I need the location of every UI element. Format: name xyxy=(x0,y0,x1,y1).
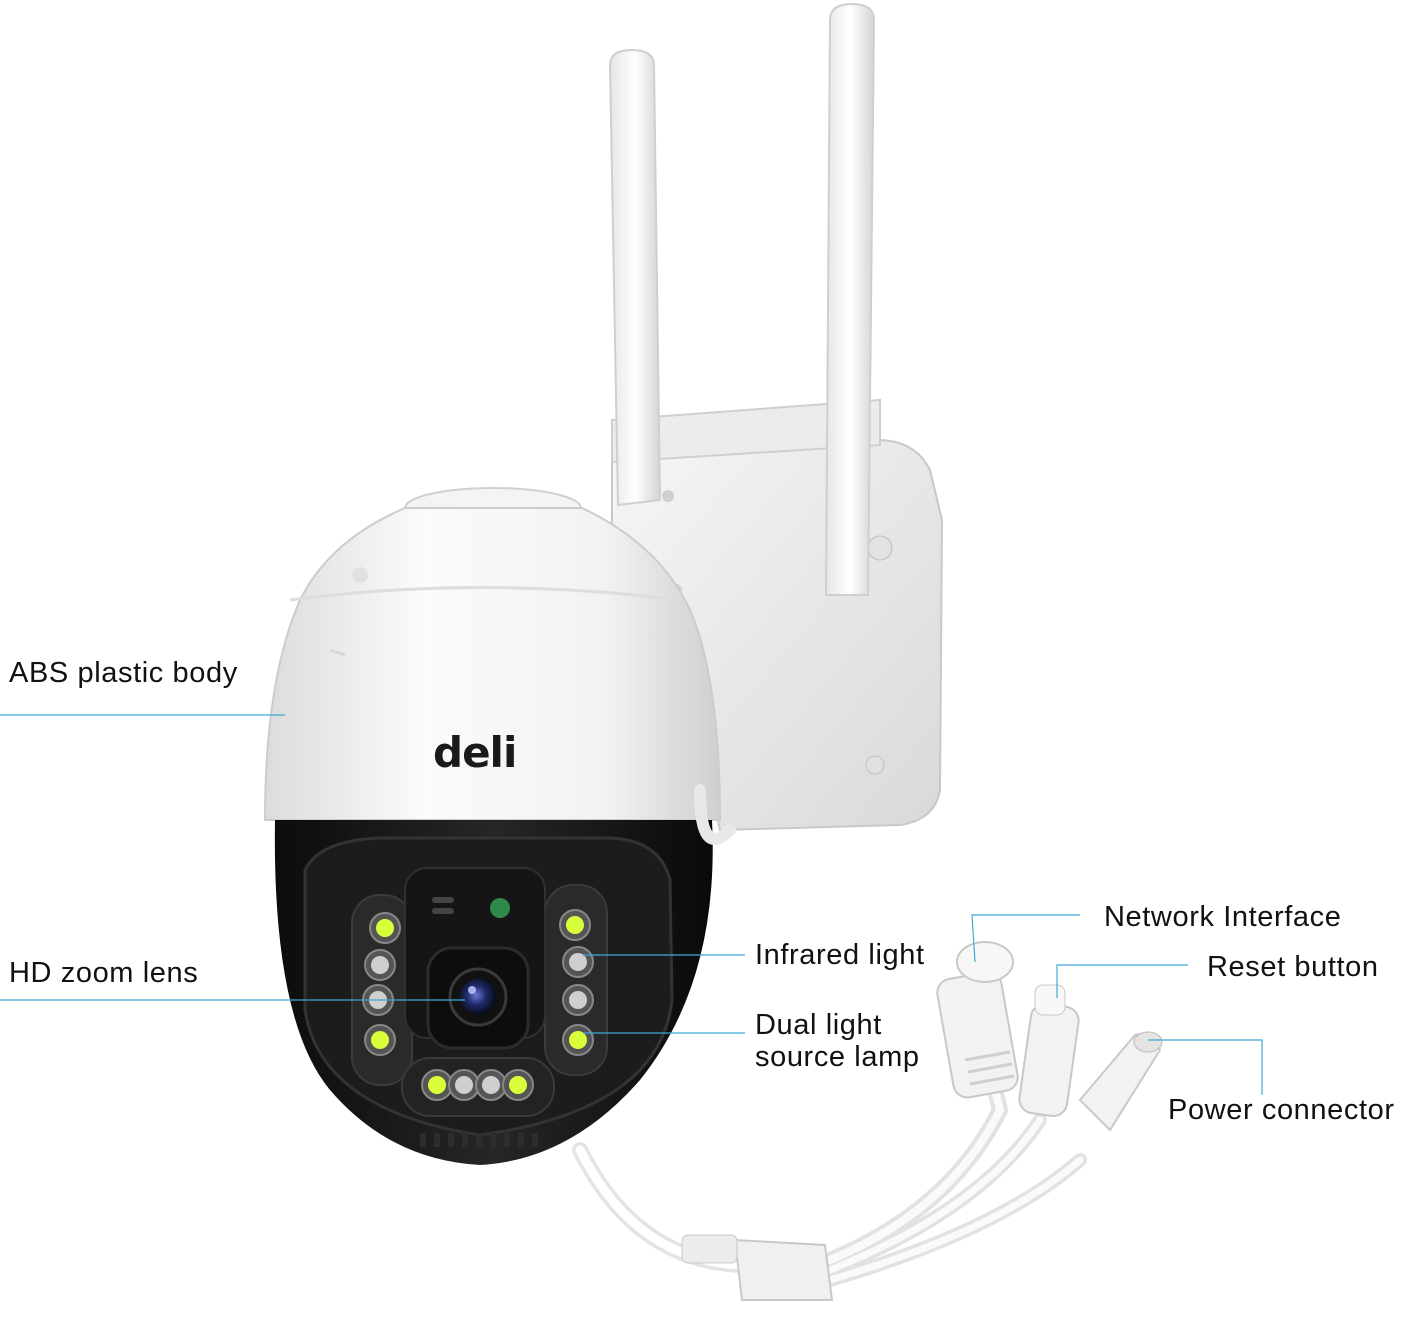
infrared-led-6 xyxy=(569,991,587,1009)
label-dual-light-line1: Dual light xyxy=(755,1009,882,1041)
label-reset-button: Reset button xyxy=(1207,951,1379,983)
infrared-led-1 xyxy=(371,956,389,974)
label-abs-plastic-body: ABS plastic body xyxy=(9,657,238,689)
power-connector xyxy=(1078,1031,1163,1132)
reset-line xyxy=(1056,964,1188,998)
label-power-connector: Power connector xyxy=(1168,1094,1395,1126)
label-dual-light-line2: source lamp xyxy=(755,1041,920,1073)
network-connector xyxy=(936,941,1019,1099)
white-light-led-4 xyxy=(566,916,584,934)
label-hd-zoom-lens: HD zoom lens xyxy=(9,957,199,989)
infrared-led-10 xyxy=(482,1076,500,1094)
antenna-right xyxy=(824,2,876,596)
white-light-led-7 xyxy=(569,1031,587,1049)
antenna-left xyxy=(608,48,662,507)
infrared-led-5 xyxy=(569,953,587,971)
cable-splitter xyxy=(681,1234,834,1301)
white-light-led-0 xyxy=(376,919,394,937)
white-light-led-3 xyxy=(371,1031,389,1049)
label-network-interface: Network Interface xyxy=(1104,901,1342,933)
cable-harness xyxy=(572,784,1087,1287)
white-light-led-11 xyxy=(509,1076,527,1094)
label-infrared-light: Infrared light xyxy=(755,939,925,971)
callout-lines xyxy=(0,714,1263,1095)
power-line xyxy=(1148,1039,1263,1095)
white-light-led-8 xyxy=(428,1076,446,1094)
infrared-led-9 xyxy=(455,1076,473,1094)
brand-logo: deli xyxy=(433,728,517,777)
hd-zoom-lens xyxy=(448,967,508,1027)
status-led xyxy=(490,898,510,918)
reset-connector xyxy=(1018,984,1080,1117)
net-line xyxy=(971,914,1080,963)
dome-housing xyxy=(263,487,722,821)
